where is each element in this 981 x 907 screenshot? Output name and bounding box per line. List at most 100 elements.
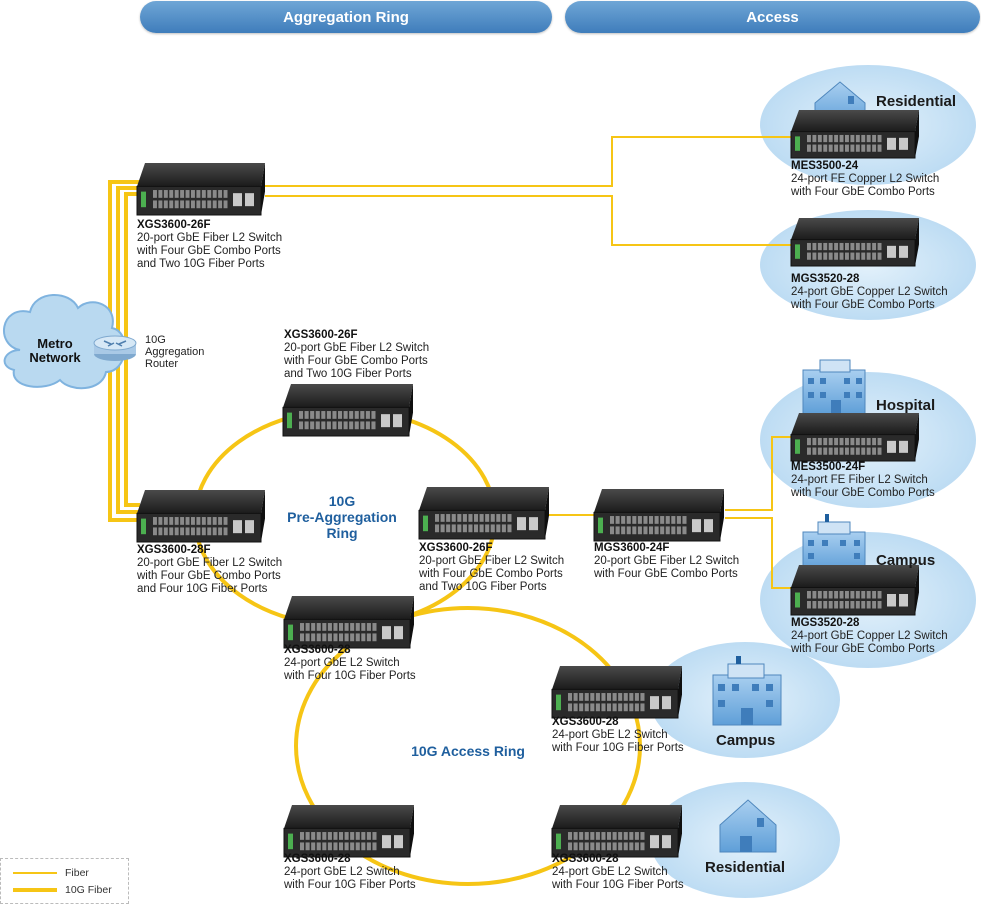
switch-desc: and Two 10G Fiber Ports	[284, 368, 412, 380]
switch-model: MGS3520-28	[791, 273, 860, 285]
legend-10g-fiber-swatch	[13, 888, 57, 892]
switch-model: XGS3600-28F	[137, 544, 211, 556]
switch-label-6: XGS3600-28 24-port GbE L2 Switch with Fo…	[552, 716, 684, 755]
switch-desc: 24-port GbE Copper L2 Switch	[791, 630, 948, 642]
switch-label-10: MGS3520-28 24-port GbE Copper L2 Switch …	[791, 273, 948, 312]
pre-aggregation-ring-label: 10G Pre-Aggregation Ring	[272, 493, 412, 541]
switch-desc: 24-port GbE L2 Switch	[284, 657, 400, 669]
legend: Fiber 10G Fiber	[0, 858, 129, 904]
switch-layer	[136, 110, 919, 858]
switch-desc: and Two 10G Fiber Ports	[137, 258, 265, 270]
switch-0-icon	[136, 163, 265, 216]
site-campus-right: Campus	[876, 552, 936, 569]
metro-network-line1: Metro	[37, 336, 73, 351]
access-ring	[294, 606, 642, 886]
switch-desc: with Four GbE Combo Ports	[137, 245, 281, 257]
switch-desc: with Four GbE Combo Ports	[791, 643, 935, 655]
switch-desc: and Four 10G Fiber Ports	[137, 583, 268, 595]
site-residential-top: Residential	[876, 93, 957, 110]
router-label-line2: Aggregation	[145, 346, 205, 358]
switch-label-9: MES3500-24 24-port FE Copper L2 Switch w…	[791, 160, 939, 199]
switch-desc: with Four GbE Combo Ports	[594, 568, 738, 580]
pre-aggregation-line1: 10G	[328, 493, 356, 509]
switch-9-icon	[790, 110, 919, 159]
switch-5-icon	[283, 596, 414, 649]
switch-model: MES3500-24F	[791, 461, 866, 473]
switch-2-icon	[136, 490, 265, 543]
header-access-label: Access	[746, 8, 799, 26]
switch-label-2: XGS3600-28F 20-port GbE Fiber L2 Switch …	[137, 544, 282, 596]
switch-desc: with Four GbE Combo Ports	[791, 487, 935, 499]
switch-desc: and Two 10G Fiber Ports	[419, 581, 547, 593]
switch-desc: with Four 10G Fiber Ports	[552, 879, 684, 891]
legend-fiber: Fiber	[13, 867, 89, 879]
pre-aggregation-line3: Ring	[326, 525, 358, 541]
switch-6-icon	[551, 666, 682, 719]
switch-desc: 20-port GbE Fiber L2 Switch	[137, 557, 283, 569]
aggregation-router-icon	[93, 335, 137, 361]
switch-10-icon	[790, 218, 919, 267]
switch-11-icon	[790, 413, 919, 462]
site-residential-bottom: Residential	[705, 859, 786, 876]
switch-desc: with Four 10G Fiber Ports	[284, 670, 416, 682]
switch-model: XGS3600-26F	[137, 219, 211, 231]
switch-desc: 24-port GbE Copper L2 Switch	[791, 286, 948, 298]
router-label-line1: 10G	[145, 334, 166, 346]
router-label-line3: Router	[145, 358, 179, 370]
switch-label-7: XGS3600-28 24-port GbE L2 Switch with Fo…	[284, 853, 416, 892]
switch-model: XGS3600-28	[552, 716, 619, 728]
switch-desc: 24-port FE Fiber L2 Switch	[791, 474, 928, 486]
metro-network-line2: Network	[29, 350, 81, 365]
switch-desc: with Four 10G Fiber Ports	[552, 742, 684, 754]
switch-desc: with Four GbE Combo Ports	[791, 186, 935, 198]
campus-building-icon-right	[802, 514, 866, 571]
legend-10g-fiber: 10G Fiber	[13, 884, 112, 896]
switch-desc: with Four GbE Combo Ports	[137, 570, 281, 582]
switch-8-icon	[551, 805, 682, 858]
access-ring-label: 10G Access Ring	[411, 743, 525, 759]
switch-desc: 20-port GbE Fiber L2 Switch	[594, 555, 740, 567]
router-label: 10G Aggregation Router	[145, 334, 204, 370]
switch-desc: 24-port FE Copper L2 Switch	[791, 173, 940, 185]
switch-label-0: XGS3600-26F 20-port GbE Fiber L2 Switch …	[137, 219, 282, 271]
switch-desc: with Four GbE Combo Ports	[791, 299, 935, 311]
legend-10g-fiber-label: 10G Fiber	[65, 884, 112, 896]
switch-model: XGS3600-28	[284, 644, 351, 656]
switch-model: XGS3600-26F	[284, 329, 358, 341]
switch-label-1: XGS3600-26F 20-port GbE Fiber L2 Switch …	[284, 329, 429, 381]
header-access: Access	[565, 1, 980, 33]
metro-network-label: Metro Network	[20, 337, 90, 365]
switch-12-icon	[790, 565, 919, 616]
switch-model: XGS3600-28	[552, 853, 619, 865]
campus-building-icon-lower	[712, 656, 782, 726]
legend-fiber-label: Fiber	[65, 867, 89, 879]
legend-fiber-swatch	[13, 872, 57, 874]
header-aggregation-ring-label: Aggregation Ring	[283, 8, 409, 26]
switch-label-12: MGS3520-28 24-port GbE Copper L2 Switch …	[791, 617, 948, 656]
fiber-links	[265, 136, 792, 589]
site-campus-lower: Campus	[716, 732, 776, 749]
residential-building-icon-bottom	[719, 799, 777, 853]
switch-desc: with Four GbE Combo Ports	[419, 568, 563, 580]
site-hospital: Hospital	[876, 397, 936, 414]
switch-4-icon	[593, 489, 724, 542]
switch-label-3: XGS3600-26F 20-port GbE Fiber L2 Switch …	[419, 542, 564, 594]
switch-desc: 20-port GbE Fiber L2 Switch	[284, 342, 430, 354]
switch-model: MES3500-24	[791, 160, 859, 172]
switch-desc: 24-port GbE L2 Switch	[552, 729, 668, 741]
switch-model: XGS3600-28	[284, 853, 351, 865]
switch-label-11: MES3500-24F 24-port FE Fiber L2 Switch w…	[791, 461, 935, 500]
switch-model: MGS3520-28	[791, 617, 860, 629]
switch-label-5: XGS3600-28 24-port GbE L2 Switch with Fo…	[284, 644, 416, 683]
switch-model: XGS3600-26F	[419, 542, 493, 554]
switch-7-icon	[283, 805, 414, 858]
switch-desc: 20-port GbE Fiber L2 Switch	[419, 555, 565, 567]
switch-1-icon	[282, 384, 413, 437]
header-aggregation-ring: Aggregation Ring	[140, 1, 552, 33]
hospital-building-icon	[802, 359, 866, 415]
pre-aggregation-line2: Pre-Aggregation	[287, 509, 397, 525]
switch-desc: 24-port GbE L2 Switch	[552, 866, 668, 878]
switch-3-icon	[418, 487, 549, 540]
switch-desc: 24-port GbE L2 Switch	[284, 866, 400, 878]
switch-desc: with Four 10G Fiber Ports	[284, 879, 416, 891]
